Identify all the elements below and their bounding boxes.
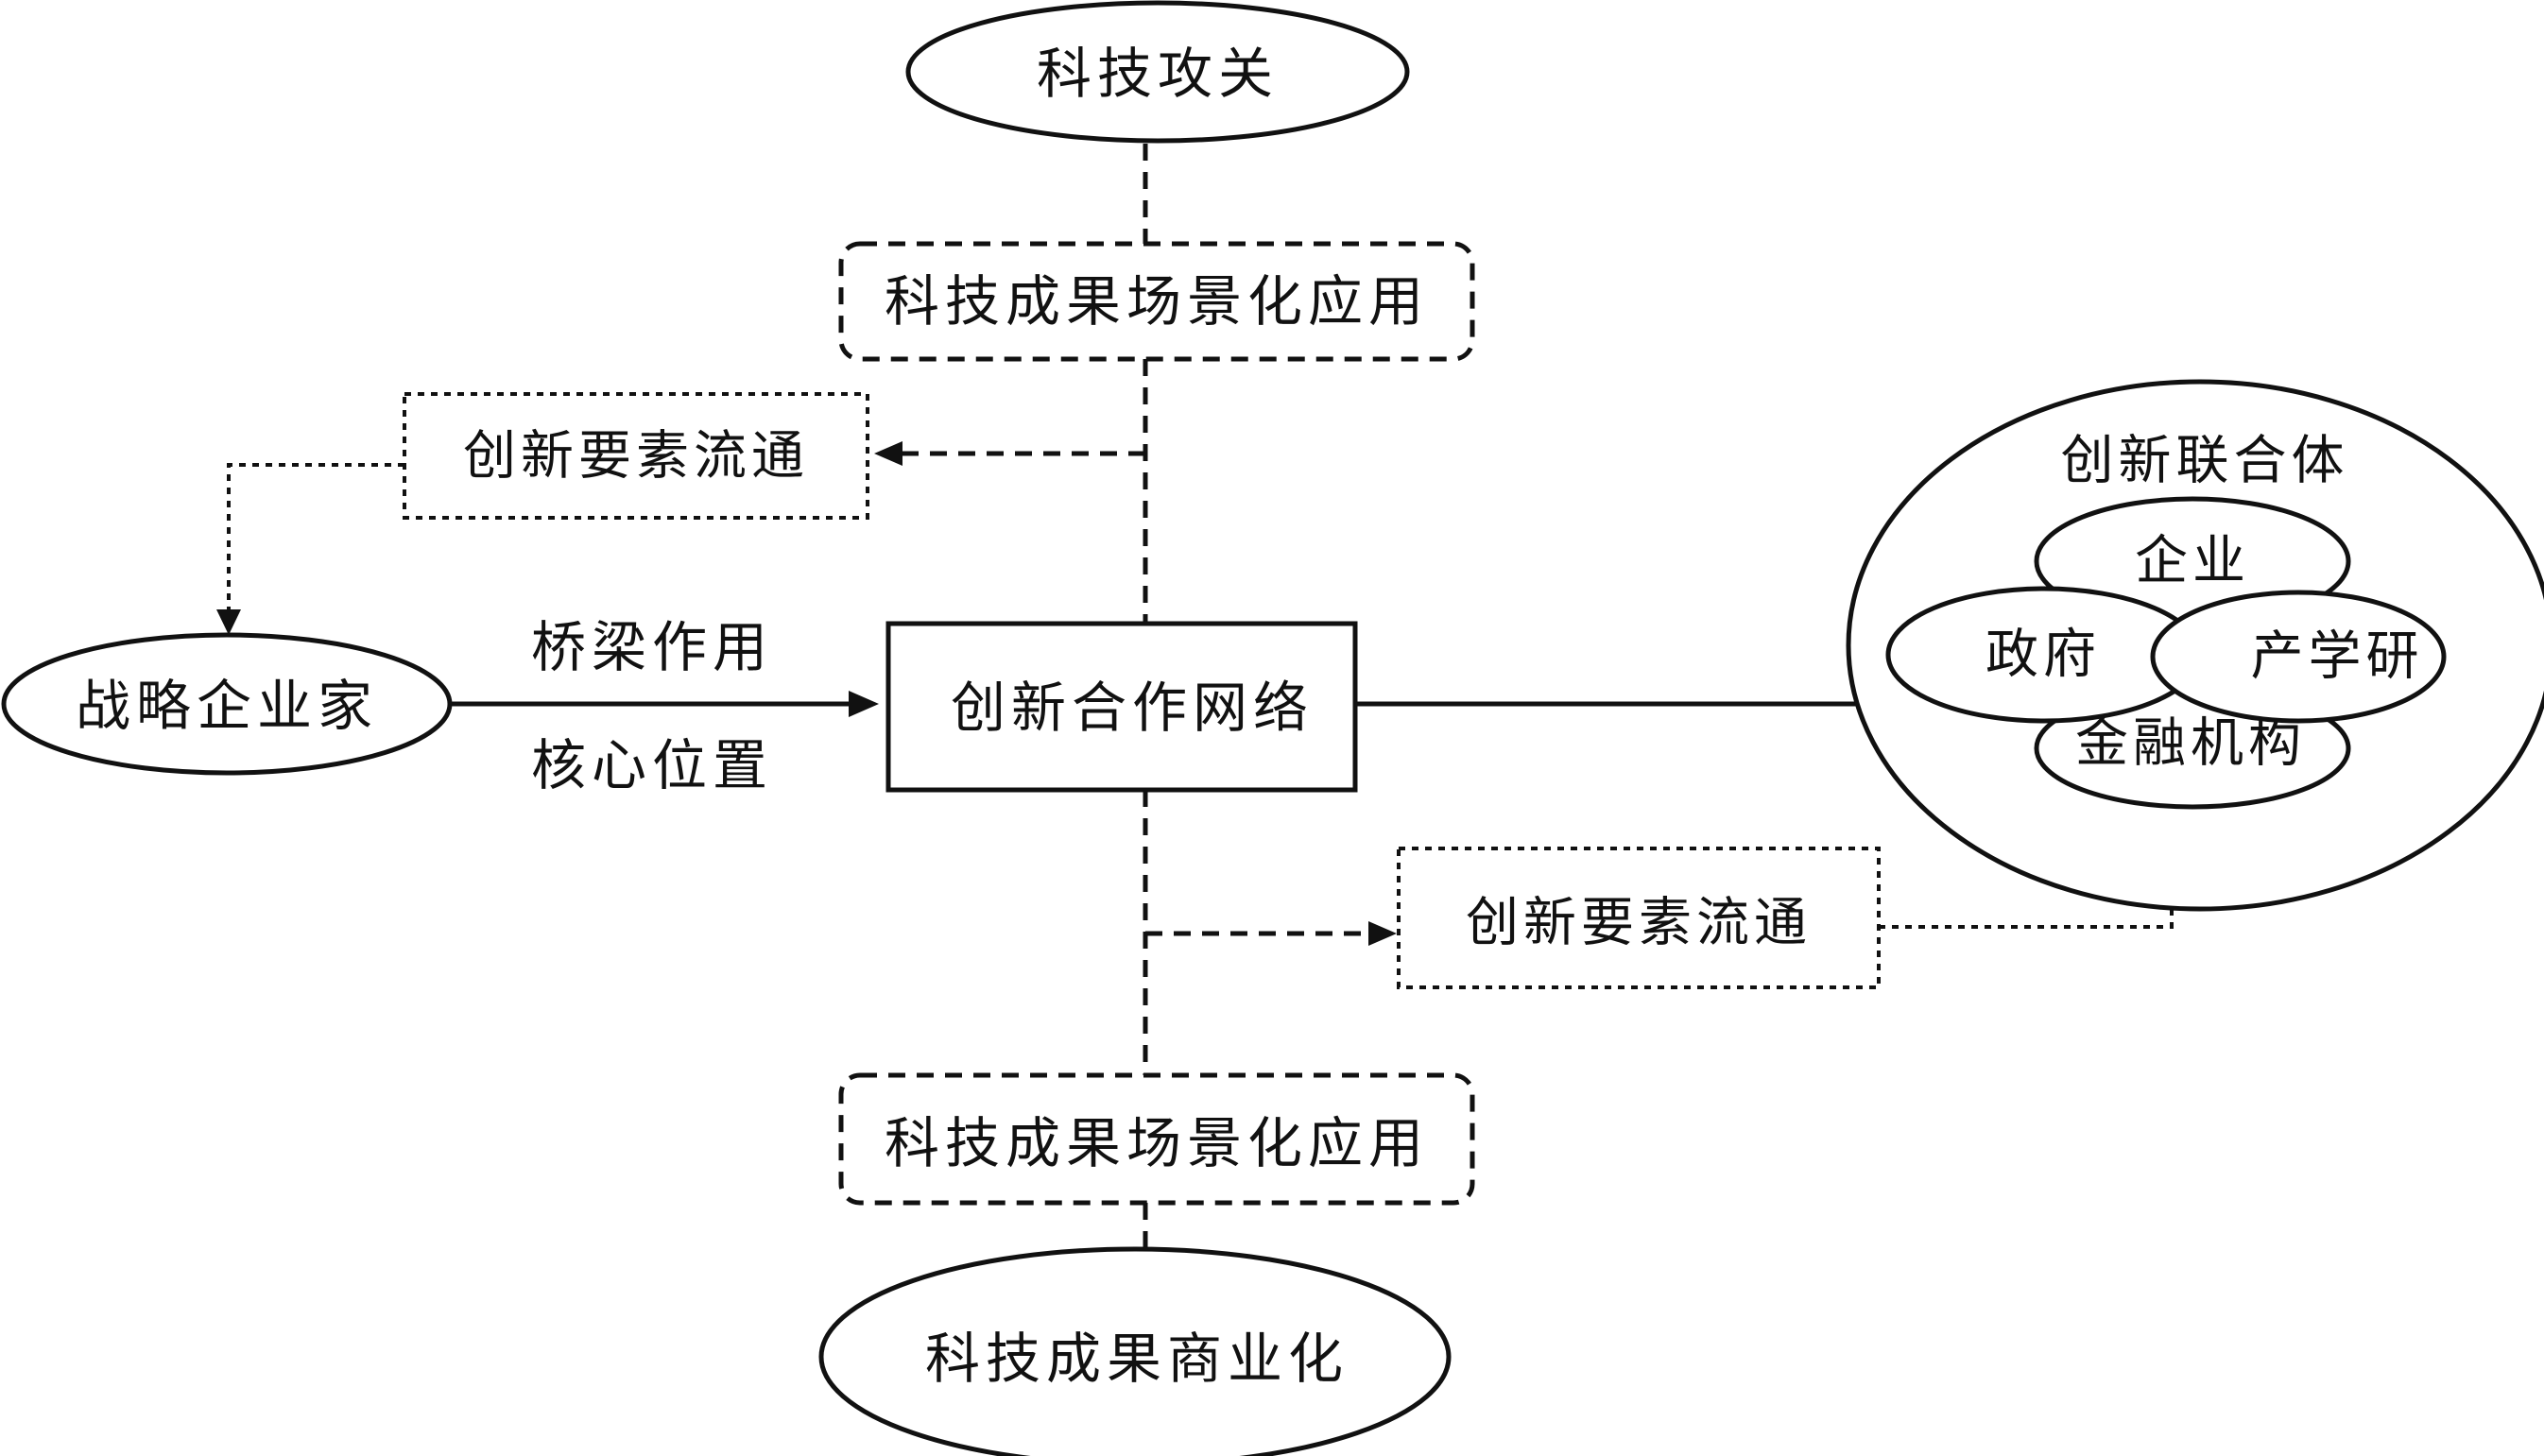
node-upper-flow: 创新要素流通 — [403, 392, 869, 520]
node-top-goal: 科技攻关 — [905, 0, 1410, 144]
node-upper-flow-label: 创新要素流通 — [463, 426, 809, 488]
node-top-app-label: 科技成果场景化应用 — [885, 269, 1429, 334]
arrow-upper-flow-to-entrepreneur — [227, 463, 404, 612]
member-industry-academia-research: 产学研 — [2150, 590, 2447, 724]
member-government-label: 政府 — [1985, 625, 2101, 686]
node-bottom-app-label: 科技成果场景化应用 — [885, 1111, 1429, 1175]
edge-label-bridge: 桥梁作用 — [531, 615, 773, 679]
member-financial-institutions-label: 金融机构 — [2075, 713, 2306, 775]
node-entrepreneur-label: 战略企业家 — [76, 674, 378, 738]
member-enterprise-label: 企业 — [2135, 531, 2250, 592]
alliance-title: 创新联合体 — [2061, 431, 2349, 492]
node-entrepreneur: 战略企业家 — [1, 632, 453, 776]
node-innovation-alliance: 创新联合体 企业 金融机构 政府 产学研 — [1846, 379, 2544, 912]
node-network: 创新合作网络 — [885, 621, 1358, 793]
arrowhead-upper-flow — [874, 441, 902, 466]
member-financial-institutions: 金融机构 — [2034, 687, 2351, 810]
member-industry-academia-research-label: 产学研 — [2251, 626, 2424, 688]
node-top-goal-label: 科技攻关 — [1037, 42, 1279, 106]
node-lower-flow: 创新要素流通 — [1397, 847, 1881, 989]
arrow-lower-flow-to-alliance — [1879, 875, 2174, 929]
arrowhead-network — [849, 691, 879, 717]
node-lower-flow-label: 创新要素流通 — [1466, 893, 1812, 954]
arrowhead-lower-flow — [1368, 921, 1397, 946]
node-network-label: 创新合作网络 — [951, 676, 1314, 740]
node-bottom-app: 科技成果场景化应用 — [838, 1072, 1475, 1206]
member-government: 政府 — [1885, 586, 2203, 724]
node-top-app: 科技成果场景化应用 — [838, 241, 1475, 362]
edge-label-core: 核心位置 — [531, 733, 773, 797]
node-bottom-goal: 科技成果商业化 — [818, 1246, 1452, 1456]
arrowhead-entrepreneur — [216, 609, 241, 635]
node-bottom-goal-label: 科技成果商业化 — [925, 1327, 1349, 1391]
